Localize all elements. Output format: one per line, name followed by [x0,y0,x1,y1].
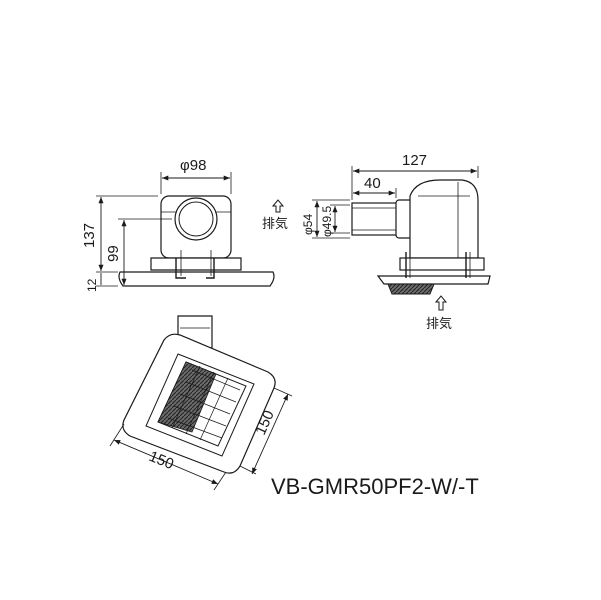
exhaust-label-side: 排気 [262,216,288,232]
side-body [409,179,479,259]
side-view [312,166,491,295]
dim-depth-127: 127 [402,152,427,169]
exhaust-arrow-side [271,199,285,213]
exhaust-arrow-bottom [434,295,448,311]
front-clip-right [206,258,215,279]
front-outlet-inner [178,201,214,237]
front-view [96,172,275,287]
dim-diameter-49-5: φ49.5 [320,206,334,237]
front-flange [118,271,275,287]
dim-flange-12: 12 [85,278,99,292]
side-grille [387,283,435,295]
dim-diameter-98: φ98 [180,157,206,174]
front-clip-left [175,258,186,279]
exhaust-label-bottom: 排気 [426,316,452,332]
dim-length-40: 40 [364,175,381,192]
side-flange [376,275,491,285]
side-base-step [399,257,485,271]
bottom-view [109,315,293,491]
dim-height-99: 99 [105,245,122,262]
dim-diameter-54: φ54 [301,214,315,235]
front-base-step [150,257,242,271]
dim-height-137: 137 [81,223,98,248]
model-name: VB-GMR50PF2-W/-T [271,474,479,499]
